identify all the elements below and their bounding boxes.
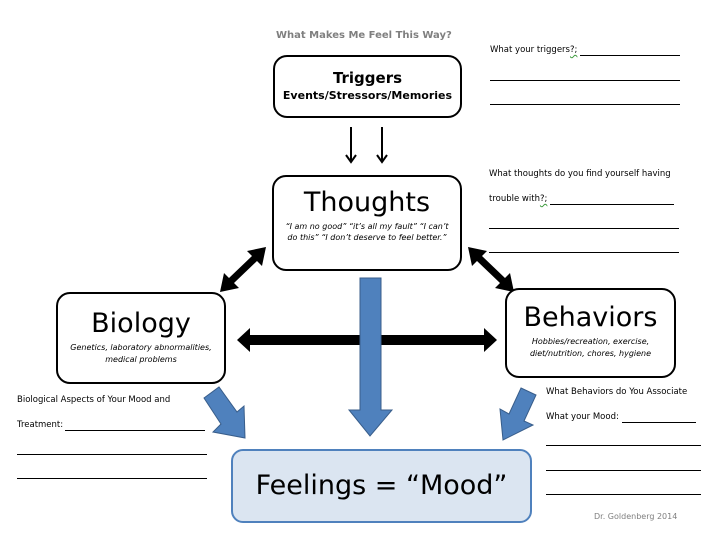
- triggers-to-thoughts-arrows: [345, 127, 388, 164]
- thoughts-title: Thoughts: [303, 187, 431, 218]
- thoughts-answer-line-1[interactable]: [550, 204, 674, 205]
- diagram-question-header: What Makes Me Feel This Way?: [276, 30, 452, 41]
- behaviors-title: Behaviors: [523, 302, 658, 333]
- biology-prompt-line-2: Treatment:: [17, 420, 64, 430]
- thoughts-answer-line-2[interactable]: [489, 228, 679, 229]
- thoughts-prompt-text: trouble with: [489, 194, 540, 204]
- triggers-prompt-text: What your triggers: [490, 45, 570, 55]
- triggers-subtitle: Events/Stressors/Memories: [282, 89, 453, 102]
- triggers-answer-line-2[interactable]: [490, 80, 680, 81]
- biology-examples: Genetics, laboratory abnormalities, medi…: [70, 343, 212, 364]
- triggers-prompt: What your triggers?;: [490, 45, 577, 55]
- behaviors-answer-line-4[interactable]: [546, 494, 701, 495]
- thoughts-feelings-arrow: [347, 277, 394, 437]
- thoughts-biology-arrow: [220, 247, 266, 292]
- behaviors-feelings-arrow: [499, 387, 537, 441]
- triggers-prompt-punct: ?;: [569, 45, 578, 55]
- behaviors-answer-line-3[interactable]: [546, 470, 701, 471]
- biology-answer-line-1[interactable]: [65, 430, 205, 431]
- feelings-node: Feelings = “Mood”: [231, 449, 532, 523]
- biology-answer-line-3[interactable]: [17, 478, 207, 479]
- biology-title: Biology: [91, 308, 191, 339]
- thoughts-examples: “I am no good” “it’s all my fault” “I ca…: [285, 222, 449, 242]
- behaviors-prompt-line-2: What your Mood:: [546, 412, 619, 422]
- biology-feelings-arrow: [203, 386, 246, 439]
- thoughts-behaviors-arrow: [468, 247, 514, 292]
- behaviors-answer-line-1[interactable]: [622, 422, 696, 423]
- biology-node: Biology Genetics, laboratory abnormaliti…: [56, 292, 226, 384]
- thoughts-prompt-punct: ?;: [539, 194, 548, 204]
- behaviors-examples: Hobbies/recreation, exercise, diet/nutri…: [529, 337, 652, 358]
- behaviors-node: Behaviors Hobbies/recreation, exercise, …: [505, 288, 676, 378]
- thoughts-prompt-line-2: trouble with?;: [489, 194, 547, 204]
- thoughts-answer-line-3[interactable]: [489, 252, 679, 253]
- thoughts-prompt-line-1: What thoughts do you find yourself havin…: [489, 169, 671, 179]
- behaviors-prompt-line-1: What Behaviors do You Associate: [546, 387, 688, 397]
- triggers-answer-line-3[interactable]: [490, 104, 680, 105]
- triggers-answer-line-1[interactable]: [580, 55, 680, 56]
- behaviors-answer-line-2[interactable]: [546, 445, 701, 446]
- triggers-node: Triggers Events/Stressors/Memories: [273, 55, 462, 118]
- biology-prompt-line-1: Biological Aspects of Your Mood and: [17, 395, 171, 405]
- feelings-title: Feelings = “Mood”: [255, 470, 508, 501]
- biology-answer-line-2[interactable]: [17, 454, 207, 455]
- thoughts-node: Thoughts “I am no good” “it’s all my fau…: [272, 175, 462, 271]
- author-credit: Dr. Goldenberg 2014: [594, 512, 678, 521]
- triggers-title: Triggers: [332, 69, 403, 87]
